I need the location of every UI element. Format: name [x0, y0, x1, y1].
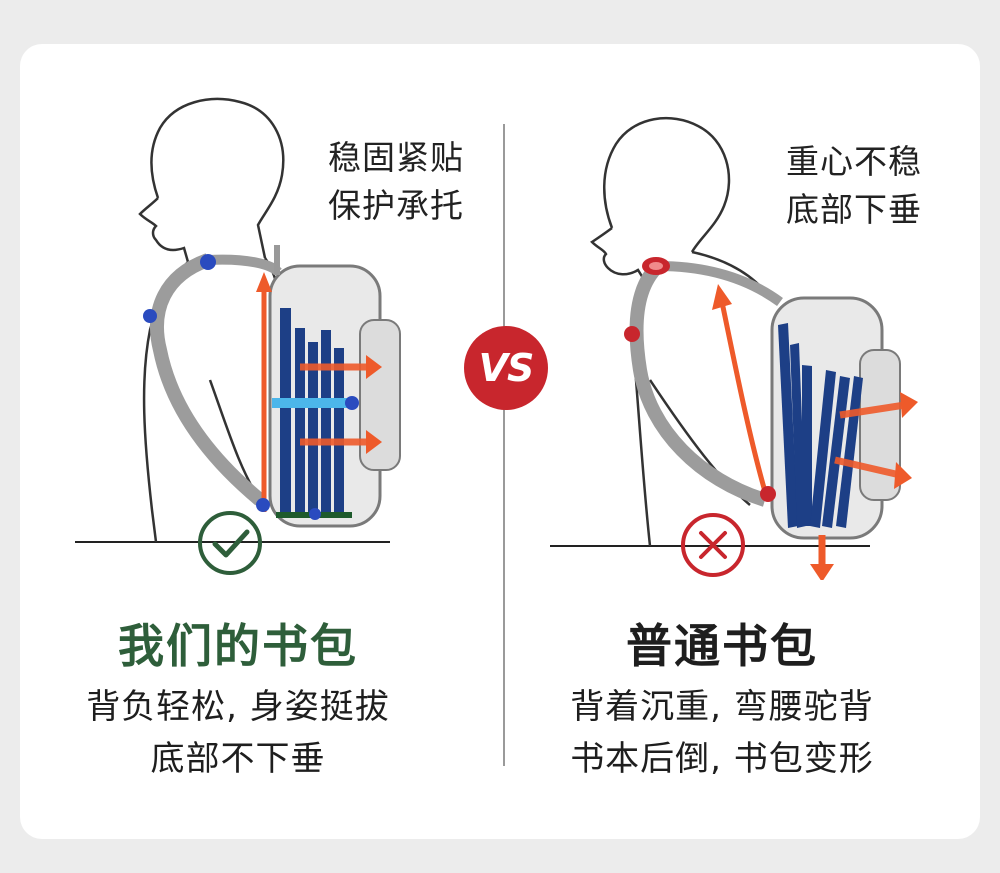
- description-line: 书本后倒, 书包变形: [570, 739, 874, 779]
- check-circle-icon: [198, 511, 262, 575]
- vs-badge: VS: [464, 326, 548, 410]
- strap-contact-points: [143, 254, 359, 520]
- right-description: 背着沉重, 弯腰驼背 书本后倒, 书包变形: [472, 681, 972, 785]
- left-title: 我们的书包: [118, 619, 358, 673]
- books-upright: [280, 308, 344, 514]
- left-description: 背负轻松, 身姿挺拔 底部不下垂: [0, 681, 488, 785]
- right-feature-note: 重心不稳 底部下垂: [786, 138, 922, 234]
- note-line: 稳固紧贴: [328, 138, 464, 177]
- right-title: 普通书包: [626, 619, 818, 673]
- left-feature-note: 稳固紧贴 保护承托: [328, 134, 464, 230]
- description-line: 背负轻松, 身姿挺拔: [86, 687, 390, 727]
- description-line: 底部不下垂: [150, 739, 326, 779]
- note-line: 底部下垂: [786, 190, 922, 229]
- description-line: 背着沉重, 弯腰驼背: [570, 687, 874, 727]
- bad-posture-illustration: [550, 116, 918, 580]
- left-panel-our-backpack: 稳固紧贴 保护承托 我们的书包 背负轻松, 身姿挺拔 底部不下垂: [0, 97, 488, 785]
- note-line: 保护承托: [328, 186, 464, 225]
- note-line: 重心不稳: [786, 142, 922, 181]
- good-posture-illustration: [75, 97, 401, 543]
- support-arrows: [256, 272, 382, 512]
- pressure-points: [624, 257, 776, 502]
- strain-arrows: [712, 284, 918, 580]
- center-divider: [503, 124, 505, 766]
- right-panel-ordinary-backpack: 重心不稳 底部下垂 普通书包 背着沉重, 弯腰驼背 书本后倒, 书包变形: [500, 0, 1000, 873]
- cross-circle-icon: [681, 513, 745, 577]
